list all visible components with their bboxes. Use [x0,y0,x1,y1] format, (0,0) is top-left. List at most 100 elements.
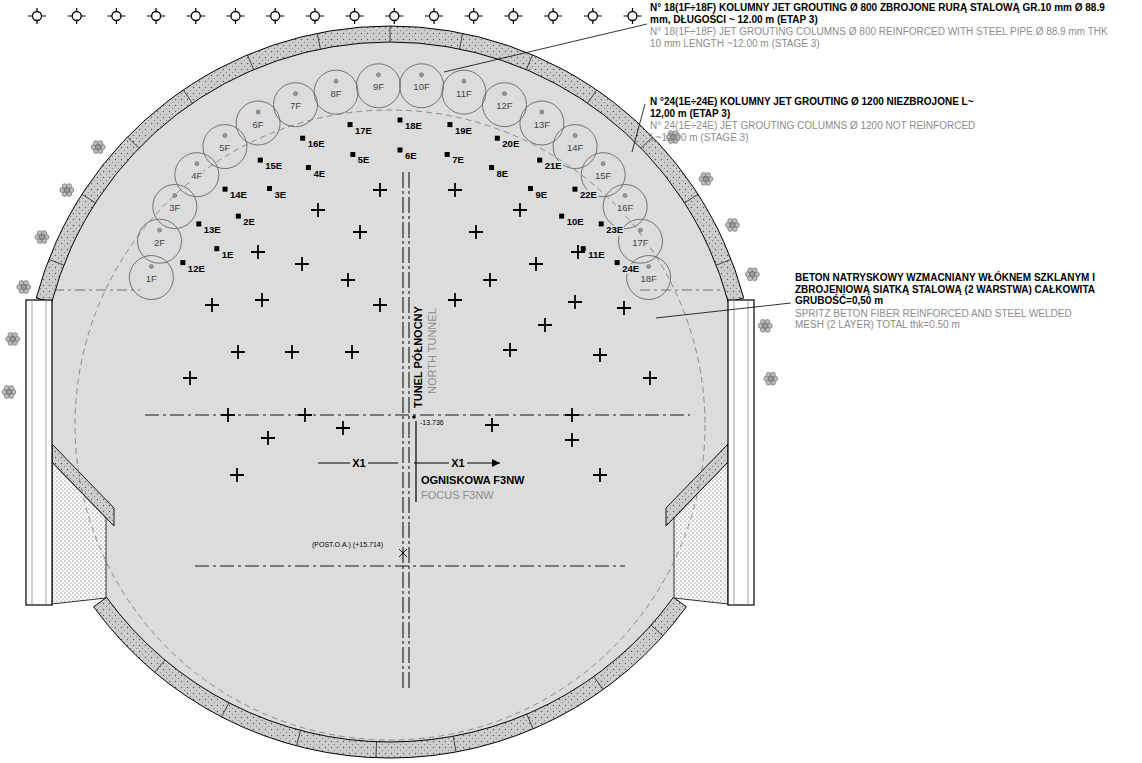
bolt-cross [336,421,350,435]
tunnel-name: TUNEL PÓŁNOCNY [412,306,425,408]
jet-column-800 [520,101,564,145]
column-number: 4E [312,169,326,180]
steel-pipe [601,162,605,166]
steel-pipe [420,73,424,77]
steel-pipe [540,110,544,114]
bolt-cross [593,468,607,482]
bolt-cross [205,298,219,312]
column-number: 13E [203,225,222,236]
lining-joint [460,33,463,49]
lining-joint [222,703,229,717]
lining-joint [685,194,698,203]
column-number: 10F [412,82,430,93]
jet-column-1200 [489,165,494,170]
shotcrete-band [666,444,728,526]
column-number: 24E [621,264,640,275]
steel-pipe [195,162,199,166]
bolt-cross [231,345,245,359]
column-marker [588,12,597,21]
callout-text: N° 18(1F÷18F) KOLUMNY JET GROUTING Ø 800… [650,2,1120,25]
bolt-cross [373,183,387,197]
column-marker [310,12,319,21]
bolt-cross [353,225,367,239]
jet-column-800 [356,64,400,108]
bolt-cross [448,183,462,197]
anchor-core [703,176,709,182]
section-mark: X1 [449,457,466,470]
jet-column-1200 [495,136,500,141]
leader-line [632,104,645,152]
bolt-cross [345,345,359,359]
column-number: 18F [639,274,657,285]
bolt-cross [221,408,235,422]
jet-column-1200 [447,122,452,127]
column-marker [33,12,42,21]
steel-pipe [376,73,380,77]
column-number: 18E [404,121,423,132]
callout-text: BETON NATRYSKOWY WZMACNIANY WŁÓKNEM SZKL… [795,272,1095,307]
jet-column-1200 [445,152,450,157]
bolt-cross [571,245,585,259]
jet-column-1200 [615,260,620,265]
springline [54,290,140,291]
column-marker [390,12,399,21]
side-wall [728,300,754,605]
anchor-symbol [91,141,105,154]
column-number: 16E [307,139,326,150]
column-number: 8E [496,169,510,180]
bolt-cross [513,203,527,217]
lining-joint [390,26,391,42]
jet-column-800 [138,219,182,263]
column-number: 14F [566,143,584,154]
jet-column-1200 [267,186,272,191]
column-number: 13F [533,120,551,131]
bolt-cross [251,245,265,259]
bolt-cross [538,318,552,332]
lining-joint [453,736,456,752]
column-number: 12E [187,264,206,275]
jet-column-1200 [581,246,586,251]
jet-column-1200 [180,260,185,265]
callout-translation: N° 24(1E÷24E) JET GROUTING COLUMNS Ø 120… [650,120,980,143]
column-number: 1F [145,274,158,285]
column-number: 21E [544,161,563,172]
anchor-core [750,271,756,277]
jet-column-1200 [258,158,263,163]
column-number: 6E [404,151,418,162]
lining-joint [375,742,377,758]
jet-column-1200 [350,152,355,157]
column-number: 22E [579,190,598,201]
elevation-value: (POST.O.A.) (+15.714) [312,541,383,549]
callout-text: N °24(1E÷24E) KOLUMNY JET GROUTING Ø 120… [650,96,980,119]
lining-joint [155,660,165,672]
bolt-cross [643,371,657,385]
jet-column-1200 [559,214,564,219]
bolt-cross [565,408,579,422]
jet-column-800 [175,153,219,197]
anchor-core [6,389,12,395]
column-number: 3E [274,190,288,201]
bolt-cross [341,273,355,287]
column-marker [187,8,205,24]
anchor-symbol [699,173,713,186]
bolt-cross [448,293,462,307]
column-marker [28,8,46,24]
anchor-core [768,376,774,382]
column-marker [469,12,478,21]
column-number: 12F [495,101,513,112]
column-number: 5E [357,155,371,166]
column-marker [68,8,86,24]
bolt-cross [183,371,197,385]
lining-joint [127,137,138,148]
column-number: 11E [587,250,605,261]
bolt-cross [373,298,387,312]
column-marker [112,12,121,21]
column-marker [266,8,284,24]
bolt-cross [261,431,275,445]
column-marker [624,8,642,24]
bolt-cross [529,257,543,271]
anchor-symbol [758,319,772,332]
wall-line [748,300,749,605]
column-marker [430,12,439,21]
column-marker [107,8,125,24]
